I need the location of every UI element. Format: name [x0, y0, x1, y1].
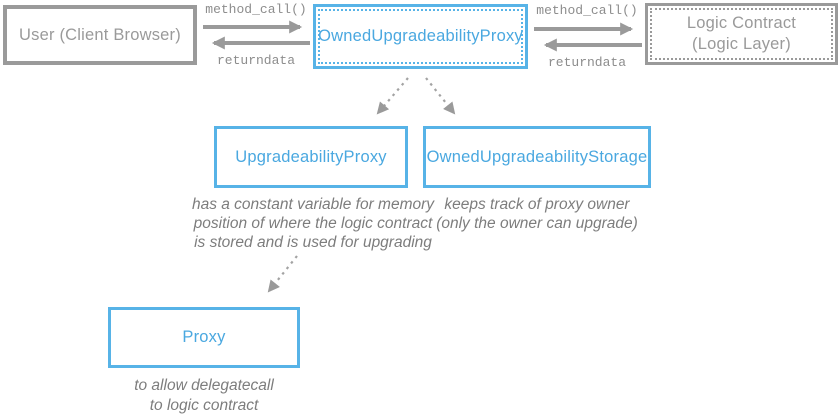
- proxy-label: Proxy: [182, 328, 226, 347]
- returndata-label-left: returndata: [216, 53, 295, 68]
- returndata-label-right: returndata: [547, 55, 626, 70]
- owned-upgradeability-proxy-node: OwnedUpgradeabilityProxy: [313, 4, 528, 69]
- caption-line: to logic contract: [149, 397, 259, 414]
- logic-contract-label-line2: (Logic Layer): [692, 35, 791, 53]
- logic-contract-label: Logic Contract (Logic Layer): [687, 13, 796, 54]
- upgradeability-proxy-caption: has a constant variable for memory posit…: [180, 195, 446, 252]
- caption-line: position of where the logic contract: [193, 215, 433, 232]
- user-client-browser-label: User (Client Browser): [19, 25, 181, 44]
- method-call-label-right: method_call(): [536, 3, 638, 18]
- caption-line: has a constant variable for memory: [191, 196, 435, 213]
- logic-contract-label-line1: Logic Contract: [686, 14, 797, 33]
- proxy-node: Proxy: [108, 307, 300, 368]
- logic-contract-node: Logic Contract (Logic Layer): [645, 3, 838, 65]
- caption-line: is stored and is used for upgrading: [194, 234, 432, 251]
- dotted-arrow-to-owned-storage-icon: [425, 77, 456, 115]
- owned-upgradeability-storage-label: OwnedUpgradeabilityStorage: [426, 147, 648, 166]
- caption-line: (only the owner can upgrade): [436, 215, 638, 232]
- dotted-arrow-to-upgradeability-proxy-icon: [376, 77, 409, 115]
- proxy-caption: to allow delegatecall to logic contract: [104, 376, 304, 415]
- owned-storage-caption: keeps track of proxy owner (only the own…: [420, 195, 654, 233]
- caption-line: to allow delegatecall: [134, 377, 274, 394]
- upgradeability-proxy-node: UpgradeabilityProxy: [214, 126, 408, 188]
- upgradeability-proxy-label: UpgradeabilityProxy: [235, 147, 387, 166]
- owned-upgradeability-storage-node: OwnedUpgradeabilityStorage: [423, 126, 651, 188]
- caption-line: keeps track of proxy owner: [444, 196, 630, 213]
- dotted-arrow-to-proxy-icon: [267, 255, 298, 293]
- user-client-browser-node: User (Client Browser): [3, 5, 197, 65]
- owned-upgradeability-proxy-label: OwnedUpgradeabilityProxy: [318, 27, 523, 46]
- method-call-label-left: method_call(): [205, 2, 307, 17]
